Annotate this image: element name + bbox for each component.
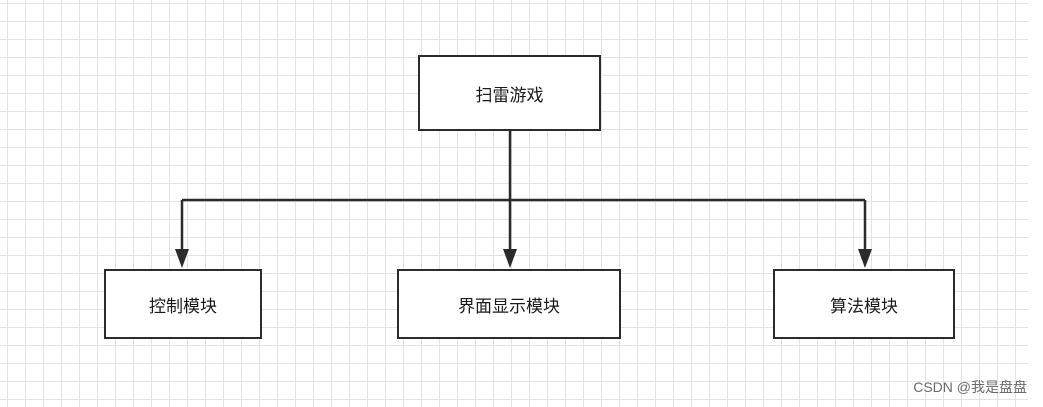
arrowhead-control [175,249,189,268]
watermark: CSDN @我是盘盘 [913,379,1027,395]
node-label: 算法模块 [830,296,898,317]
node-minesweeper-game[interactable]: 扫雷游戏 [418,55,601,131]
node-label: 控制模块 [149,296,217,317]
node-control-module[interactable]: 控制模块 [104,269,262,339]
arrowhead-ui [503,249,517,268]
node-ui-display-module[interactable]: 界面显示模块 [397,269,621,339]
arrowhead-algorithm [858,249,872,268]
node-label: 界面显示模块 [458,296,560,317]
node-label: 扫雷游戏 [475,85,544,106]
node-algorithm-module[interactable]: 算法模块 [773,269,955,339]
